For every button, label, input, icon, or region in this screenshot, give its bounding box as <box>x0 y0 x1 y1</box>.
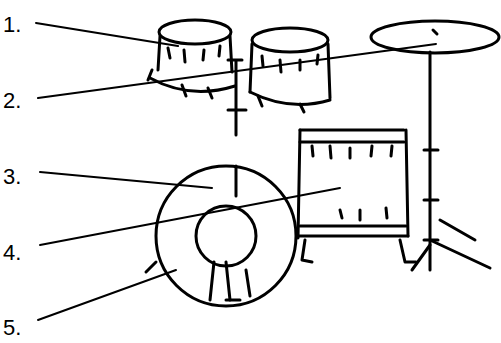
bass-drum <box>146 166 296 306</box>
floor-tom <box>298 130 416 262</box>
callout-number: 5. <box>3 317 21 339</box>
cymbal <box>371 21 499 270</box>
callout-number: 3. <box>3 166 21 188</box>
callout-number: 2. <box>3 90 21 112</box>
mid-tom <box>250 28 330 112</box>
small-tom <box>148 20 235 98</box>
callout-number: 1. <box>3 14 21 36</box>
leader-lines <box>36 23 436 320</box>
callout-number: 4. <box>3 242 21 264</box>
